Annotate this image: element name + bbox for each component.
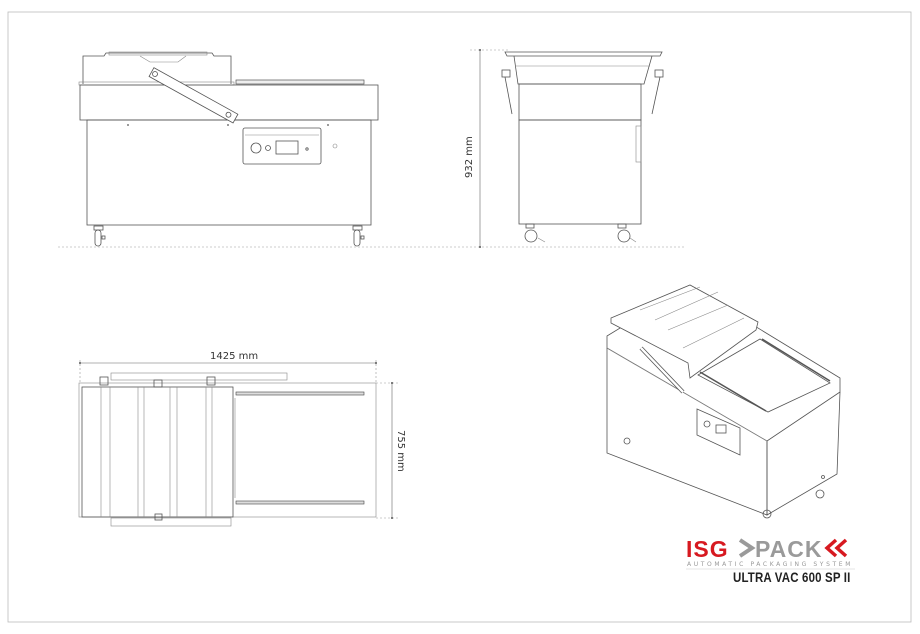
isg-pack-logo: ISG PACK AUTOMATIC PACKAGING SYSTEM <box>686 536 855 570</box>
isometric-view <box>606 284 841 519</box>
drawing-frame <box>7 11 912 623</box>
caster-left <box>93 225 106 247</box>
logo-brand-right: PACK <box>755 536 822 562</box>
caster-right <box>352 225 365 247</box>
depth-dimension-label: 755 mm <box>395 430 406 472</box>
iso-control-panel <box>696 408 741 456</box>
model-name: ULTRA VAC 600 SP II <box>733 569 851 585</box>
top-view: 1425 mm 755 mm <box>78 351 406 527</box>
front-view <box>58 51 686 248</box>
logo-brand-left: ISG <box>686 536 729 562</box>
side-view: 932 mm <box>464 49 664 248</box>
width-dimension-label: 1425 mm <box>210 351 258 362</box>
control-panel <box>242 127 322 165</box>
height-dimension-label: 932 mm <box>464 136 475 178</box>
logo-tagline: AUTOMATIC PACKAGING SYSTEM <box>687 561 852 568</box>
